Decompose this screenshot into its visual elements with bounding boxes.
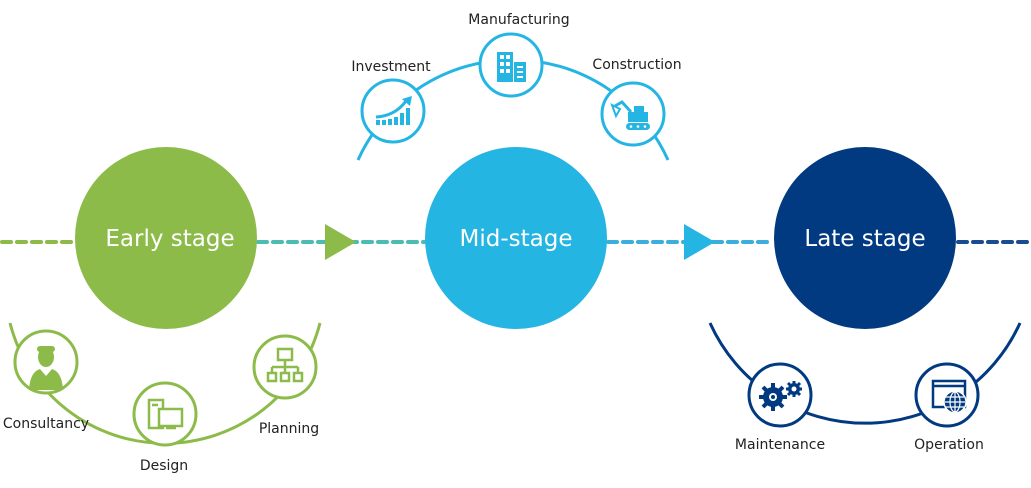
item-label-consultancy: Consultancy bbox=[3, 416, 89, 432]
stage-mid: Mid-stage bbox=[425, 147, 607, 329]
item-maintenance: Maintenance bbox=[735, 362, 825, 453]
org-chart-icon bbox=[266, 347, 304, 383]
item-label-manufacturing: Manufacturing bbox=[468, 12, 569, 28]
computer-design-icon bbox=[147, 398, 184, 430]
item-label-investment: Investment bbox=[351, 59, 431, 75]
stage-label-early: Early stage bbox=[105, 226, 234, 252]
arrow-mid-to-late bbox=[684, 224, 715, 260]
item-operation: Operation bbox=[914, 362, 984, 453]
web-window-icon bbox=[931, 379, 967, 414]
item-design: Design bbox=[132, 381, 198, 474]
growth-chart-icon bbox=[375, 96, 412, 125]
item-manufacturing: Manufacturing bbox=[468, 12, 570, 98]
arrow-early-to-mid bbox=[325, 224, 356, 260]
gears-icon bbox=[759, 381, 802, 411]
buildings-icon bbox=[497, 52, 526, 82]
item-label-maintenance: Maintenance bbox=[735, 437, 825, 453]
item-investment: Investment bbox=[351, 59, 431, 144]
item-consultancy: Consultancy bbox=[3, 329, 89, 432]
stage-late: Late stage bbox=[774, 147, 956, 329]
consultant-icon bbox=[29, 346, 63, 390]
item-label-construction: Construction bbox=[592, 57, 681, 73]
item-construction: Construction bbox=[592, 57, 682, 147]
item-planning: Planning bbox=[252, 334, 319, 437]
stage-label-late: Late stage bbox=[804, 226, 925, 252]
stage-label-mid: Mid-stage bbox=[460, 226, 573, 252]
stage-early: Early stage bbox=[75, 147, 257, 329]
item-label-design: Design bbox=[140, 458, 188, 474]
item-label-planning: Planning bbox=[259, 421, 319, 437]
arc-late bbox=[708, 322, 1022, 425]
excavator-icon bbox=[610, 100, 650, 130]
item-label-operation: Operation bbox=[914, 437, 984, 453]
